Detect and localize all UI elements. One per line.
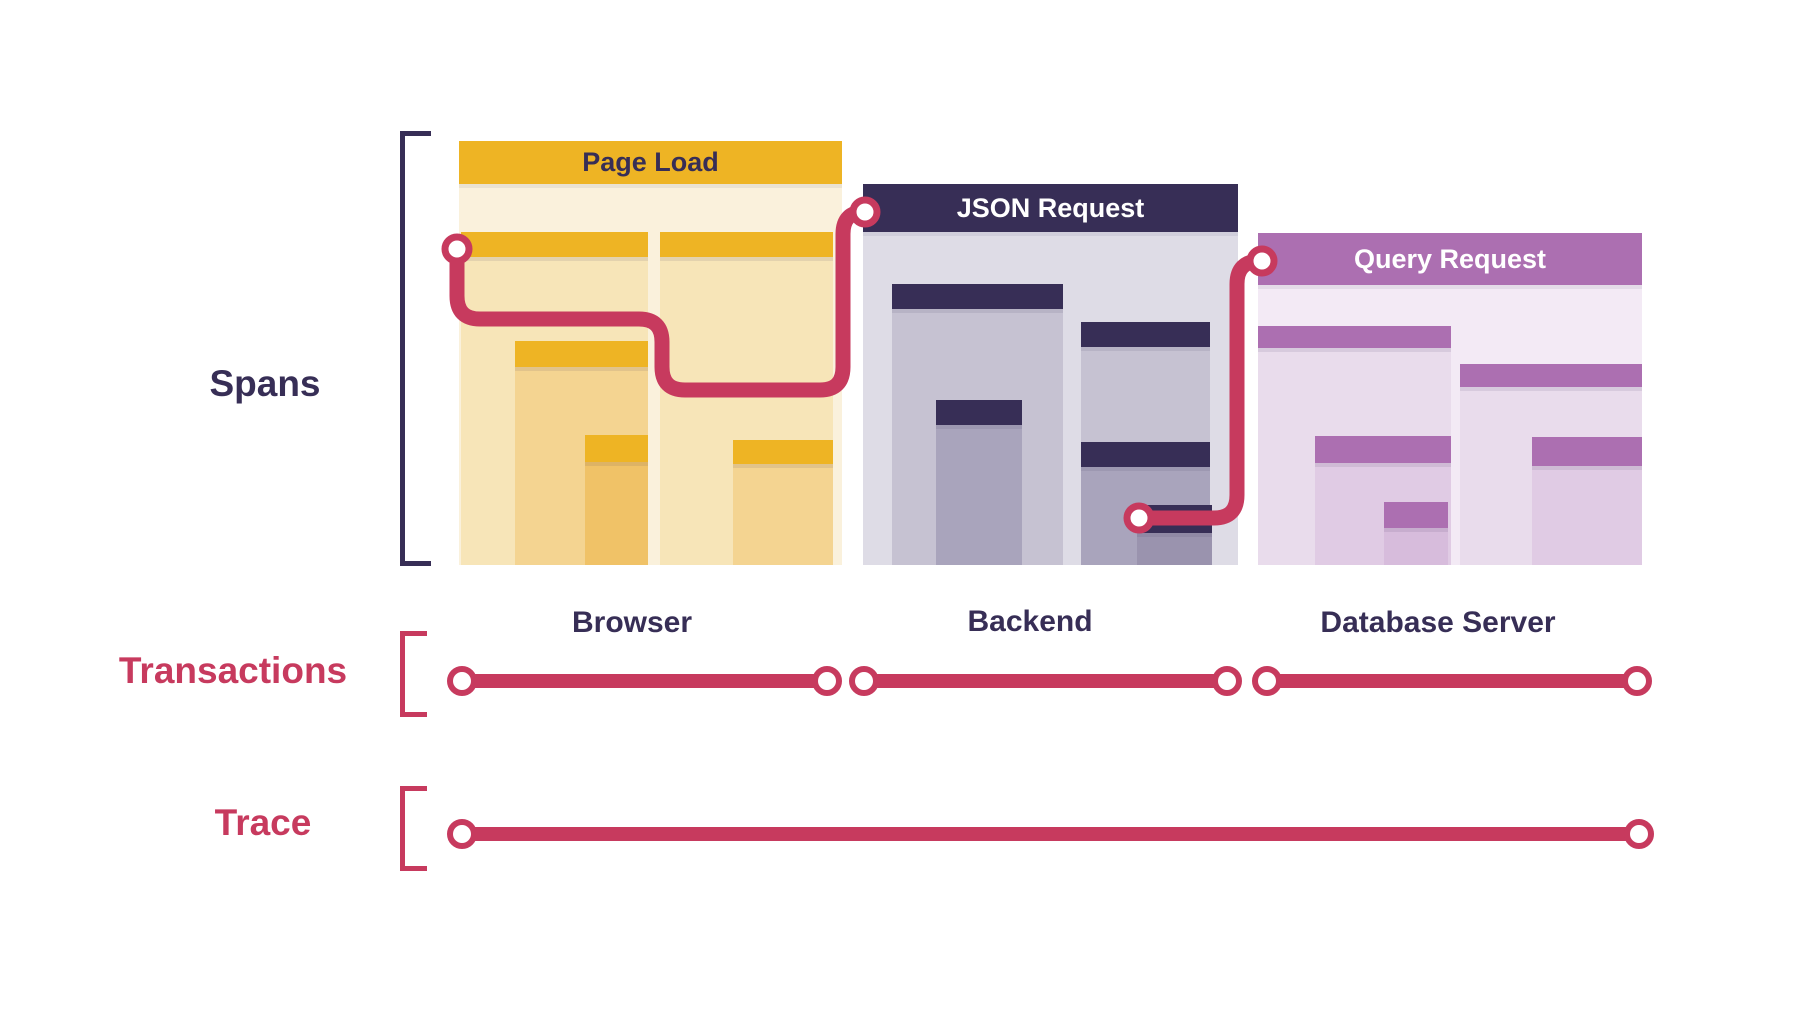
transaction-endpoint — [1212, 666, 1242, 696]
transaction-endpoint — [812, 666, 842, 696]
span-bar — [515, 341, 648, 367]
span-bar — [1532, 437, 1642, 466]
span-body — [1384, 528, 1448, 565]
span-body — [1532, 466, 1642, 565]
trace-endpoint — [447, 819, 477, 849]
span-bar — [1460, 364, 1642, 387]
span-bar — [1081, 442, 1210, 467]
transaction-endpoint — [1622, 666, 1652, 696]
trace-row-label: Trace — [214, 802, 312, 843]
span-body — [936, 425, 1022, 565]
transaction-endpoint — [447, 666, 477, 696]
span-bar — [936, 400, 1022, 425]
span-body — [733, 464, 833, 565]
span-bar — [660, 232, 833, 257]
page-load-panel-title: Page Load — [459, 141, 842, 184]
span-bar — [1081, 322, 1210, 347]
trace-endpoint — [1624, 819, 1654, 849]
query-request-panel-title: Query Request — [1258, 233, 1642, 285]
transactions-row-label: Transactions — [118, 650, 348, 691]
spans-bracket — [400, 131, 431, 566]
json-request-panel-title: JSON Request — [863, 184, 1238, 232]
span-bar — [1258, 326, 1451, 348]
panel-query-request: Query Request — [1258, 233, 1642, 565]
caption-browser: Browser — [571, 606, 693, 639]
caption-backend: Backend — [967, 605, 1093, 638]
span-bar — [892, 284, 1063, 309]
span-bar — [733, 440, 833, 464]
spans-row-label: Spans — [209, 363, 321, 404]
span-bar — [1384, 502, 1448, 528]
span-bar — [461, 232, 648, 257]
trace-bracket — [400, 786, 427, 871]
panel-json-request: JSON Request — [863, 184, 1238, 565]
transactions-bracket — [400, 631, 427, 717]
caption-database-server: Database Server — [1320, 606, 1556, 639]
span-bar — [1137, 505, 1212, 533]
span-body — [1137, 533, 1212, 565]
span-bar — [585, 435, 648, 462]
transaction-endpoint — [849, 666, 879, 696]
transaction-endpoint — [1252, 666, 1282, 696]
span-body — [585, 462, 648, 565]
panel-page-load: Page Load — [459, 141, 842, 565]
span-bar — [1315, 436, 1451, 463]
